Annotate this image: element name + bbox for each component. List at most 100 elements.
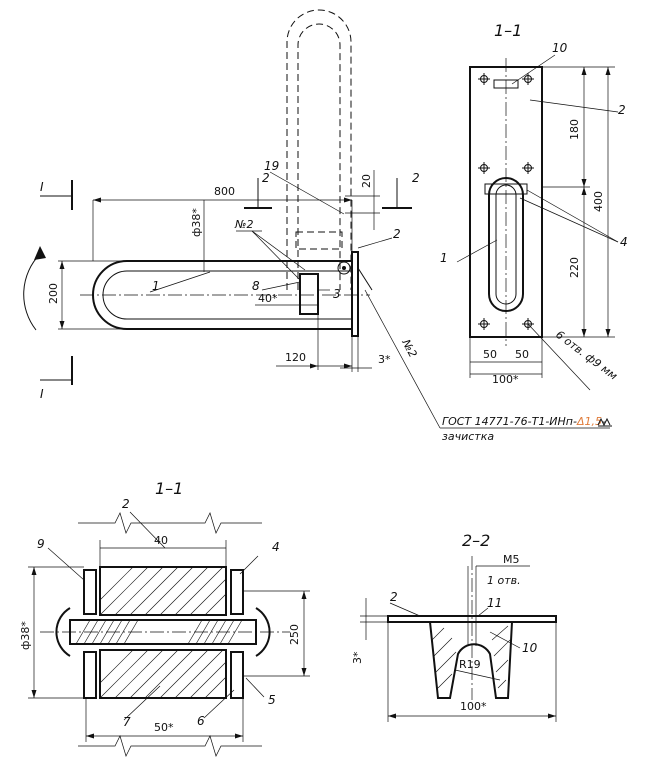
pos-2-main: 2 bbox=[393, 227, 401, 241]
break-line-bottom bbox=[78, 735, 262, 757]
leader-10-t bbox=[489, 631, 521, 649]
raised-handle-inner bbox=[297, 23, 341, 290]
hinge-bracket bbox=[299, 273, 319, 315]
pos-19-main: 19 bbox=[264, 159, 279, 173]
washer-left-bottom bbox=[83, 651, 97, 699]
handle-inner bbox=[102, 270, 352, 320]
pos-1-side: 1 bbox=[440, 251, 448, 265]
pos-10-t: 10 bbox=[522, 641, 538, 655]
upper-block bbox=[99, 566, 227, 616]
pos-4-side: 4 bbox=[620, 235, 628, 249]
gost-note: ГОСТ 14771-76-Т1-ИНп-Δ1,5- bbox=[442, 415, 606, 428]
pos-7-cut: 7 bbox=[123, 715, 131, 729]
weld-leader-a bbox=[251, 230, 306, 271]
pos-3-main: 3 bbox=[333, 287, 341, 301]
leader-1-side bbox=[456, 239, 498, 263]
leader-4-side-b bbox=[519, 197, 619, 243]
pos-4-cut: 4 bbox=[272, 540, 280, 554]
u-bracket bbox=[429, 621, 513, 699]
section-1-1-title: 1–1 bbox=[155, 479, 183, 498]
raised-clamp bbox=[295, 231, 343, 250]
section-2-2-title: 2–2 bbox=[462, 531, 490, 550]
dim-120-text: 120 bbox=[285, 351, 306, 364]
u-bracket-hatching bbox=[431, 625, 511, 689]
break-line-top bbox=[78, 512, 262, 534]
leader-9-cut bbox=[47, 547, 85, 581]
dim-50-cut-text: 50* bbox=[154, 721, 174, 734]
cut22-label-right: 2 bbox=[412, 171, 420, 185]
dim-250-text: 250 bbox=[288, 624, 301, 645]
handle-slot-inner bbox=[495, 184, 517, 305]
washer-right-top bbox=[230, 569, 244, 615]
dim-50a-text: 50 bbox=[483, 348, 497, 361]
dim-200-arrows bbox=[59, 261, 65, 329]
leader-10 bbox=[511, 54, 556, 85]
side-bracket bbox=[484, 183, 528, 195]
dim-400-text: 400 bbox=[592, 191, 605, 212]
cleanup-note: зачистка bbox=[442, 430, 494, 443]
leader-19 bbox=[269, 171, 345, 215]
pivot-center bbox=[342, 266, 346, 270]
leader-6-cut bbox=[203, 689, 235, 719]
section-2-2: 2–2 M5 1 отв. 3* R19 100* 2 1 bbox=[351, 531, 557, 722]
leader-2-side bbox=[529, 99, 619, 113]
leader-11-t bbox=[477, 607, 489, 617]
leader-2 bbox=[357, 237, 393, 249]
washer-right-bottom bbox=[230, 651, 244, 699]
cut22-label-left: 2 bbox=[262, 171, 270, 185]
pos-11-t: 11 bbox=[487, 596, 502, 610]
dim-38-cut-text: ф38* bbox=[19, 621, 32, 650]
cleanup-symbol bbox=[597, 417, 612, 427]
cut-label-bottom: I bbox=[40, 387, 44, 401]
main-view: I I 2 2 800 ф38* 200 40* 120 bbox=[23, 9, 612, 443]
weld-line bbox=[357, 267, 373, 291]
pos-6-cut: 6 bbox=[197, 714, 205, 728]
weld-mark-main: №2 bbox=[234, 218, 253, 231]
leader-2-t bbox=[389, 602, 421, 617]
hole-note: 1 отв. bbox=[487, 574, 521, 587]
dim-180-text: 180 bbox=[568, 119, 581, 140]
holes-text: 6 отв. ф9 мм bbox=[553, 328, 620, 383]
dim-3t-text: 3* bbox=[351, 651, 364, 664]
dim-r19 bbox=[454, 669, 501, 681]
rotation-arrowhead bbox=[34, 246, 46, 260]
side-view: 1–1 180 400 220 50 50 100* bbox=[440, 21, 628, 391]
dim-100t-text: 100* bbox=[460, 700, 487, 713]
dim-100-text: 100* bbox=[492, 373, 519, 386]
rotation-arrow bbox=[23, 253, 41, 331]
leader-1 bbox=[149, 271, 211, 293]
dim-38-text: ф38* bbox=[190, 208, 203, 237]
section-1-1: 1–1 40 bbox=[19, 479, 310, 757]
pos-5-cut: 5 bbox=[268, 693, 276, 707]
leader-5-cut bbox=[245, 677, 265, 698]
holes-leader bbox=[527, 323, 591, 391]
gost-note-accent: Δ1,5 bbox=[576, 415, 602, 428]
dim-40-text: 40* bbox=[258, 292, 278, 305]
weld-mark-diag: №2 bbox=[399, 336, 420, 359]
dim-50b-text: 50 bbox=[515, 348, 529, 361]
raised-handle-outline bbox=[286, 9, 352, 290]
screw-head-left bbox=[55, 607, 71, 657]
dim-20-text: 20 bbox=[360, 174, 373, 188]
pos-2-cut: 2 bbox=[122, 497, 130, 511]
weld-leader-b bbox=[251, 230, 301, 281]
dim-3-text: 3* bbox=[378, 353, 391, 366]
dim-220-text: 220 bbox=[568, 257, 581, 278]
pos-9-cut: 9 bbox=[37, 537, 45, 551]
leader-2-cut bbox=[129, 511, 166, 549]
pos-1-main: 1 bbox=[152, 279, 160, 293]
pivot bbox=[337, 261, 351, 275]
pos-10-side: 10 bbox=[552, 41, 568, 55]
washer-left-top bbox=[83, 569, 97, 615]
dim-800-text: 800 bbox=[214, 185, 235, 198]
dim-r19-text: R19 bbox=[459, 658, 481, 671]
leader-7-cut bbox=[123, 685, 161, 721]
dim-40-cut-text: 40 bbox=[154, 534, 168, 547]
lower-block bbox=[99, 649, 227, 699]
pos-8-main: 8 bbox=[252, 279, 260, 293]
leader-8 bbox=[261, 281, 301, 291]
cut-label-top: I bbox=[40, 180, 44, 194]
leader-4-side-a bbox=[526, 189, 619, 243]
side-view-title: 1–1 bbox=[494, 21, 522, 40]
